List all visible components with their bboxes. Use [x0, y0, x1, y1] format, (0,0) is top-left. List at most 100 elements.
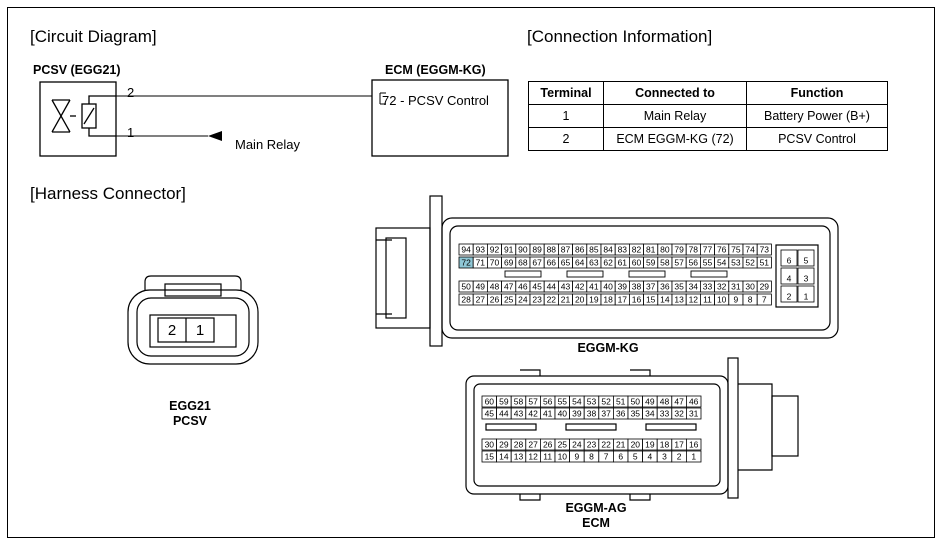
pin-number: 67 [532, 258, 542, 268]
egg21-top-tab [144, 275, 242, 290]
pin-number: 7 [762, 295, 767, 305]
pin-number: 60 [485, 397, 495, 407]
pin-number: 3 [662, 452, 667, 462]
pcsv-connector-label: PCSV [173, 414, 208, 428]
pin-number: 24 [518, 295, 528, 305]
pin-cell [756, 243, 772, 256]
kg-slot [628, 270, 666, 278]
pin-cell [797, 285, 815, 303]
eggm-kg-label: EGGM-KG [577, 341, 638, 355]
pin-number: 52 [601, 397, 611, 407]
pin-number: 48 [490, 282, 500, 292]
pin-number: 72 [461, 258, 471, 268]
pin-number: 30 [485, 440, 495, 450]
pin-number: 77 [703, 245, 713, 255]
pin-number: 84 [603, 245, 613, 255]
pin-number: 44 [547, 282, 557, 292]
pin-number: 33 [660, 409, 670, 419]
egg21-inner [136, 297, 250, 357]
ecm-terminal-bracket [379, 92, 386, 105]
pin-number: 37 [646, 282, 656, 292]
pin-number: 78 [689, 245, 699, 255]
main-relay-label: Main Relay [235, 137, 301, 152]
ag-slot [565, 423, 617, 431]
pin-number: 39 [618, 282, 628, 292]
pin-number: 68 [518, 258, 528, 268]
pin-number: 35 [631, 409, 641, 419]
pin-number: 9 [734, 295, 739, 305]
pin-number: 23 [532, 295, 542, 305]
pin-number: 2 [677, 452, 682, 462]
pin-number: 34 [645, 409, 655, 419]
pin-number: 19 [645, 440, 655, 450]
pcsv-box [39, 81, 117, 157]
pin-number: 50 [631, 397, 641, 407]
pin-number: 58 [660, 258, 670, 268]
cell-function: PCSV Control [746, 127, 888, 151]
pin-number: 24 [572, 440, 582, 450]
pin-cell [756, 256, 772, 269]
pin-number: 46 [689, 397, 699, 407]
pin-number: 86 [575, 245, 585, 255]
pin-number: 10 [717, 295, 727, 305]
pin-number: 38 [587, 409, 597, 419]
pin-number: 59 [499, 397, 509, 407]
pin-number: 39 [572, 409, 582, 419]
pin-number: 69 [504, 258, 514, 268]
pin-number: 88 [547, 245, 557, 255]
kg-slot [566, 270, 604, 278]
pin-number: 70 [490, 258, 500, 268]
table-row: 2 ECM EGGM-KG (72) PCSV Control [528, 127, 888, 151]
diagram-frame [7, 7, 935, 538]
pin-number: 10 [558, 452, 568, 462]
cell-function: Battery Power (B+) [746, 104, 888, 128]
pin-number: 32 [717, 282, 727, 292]
pin-number: 54 [717, 258, 727, 268]
pin-number: 12 [689, 295, 699, 305]
kg-plug-back [375, 227, 431, 329]
pin-number: 1 [691, 452, 696, 462]
pin-number: 43 [514, 409, 524, 419]
eggm-kg-connector [375, 195, 839, 347]
pin-number: 11 [543, 452, 552, 462]
pin-number: 27 [476, 295, 486, 305]
ecm-label: ECM (EGGM-KG) [385, 63, 486, 77]
pin-number: 75 [731, 245, 741, 255]
pin-number: 40 [558, 409, 568, 419]
coil-slash [83, 107, 95, 125]
pin-number: 65 [561, 258, 571, 268]
pin-number: 62 [603, 258, 613, 268]
pin-2-label: 2 [127, 85, 135, 100]
valve-icon [51, 99, 71, 133]
section-connection-info: [Connection Information] [527, 27, 713, 46]
pin-number: 17 [674, 440, 684, 450]
pin-number: 59 [646, 258, 656, 268]
pin-cell [686, 407, 702, 420]
kg-slot [690, 270, 728, 278]
ecm-terminal-label: 72 - PCSV Control [382, 93, 489, 108]
pin-number: 28 [514, 440, 524, 450]
pin-number: 55 [558, 397, 568, 407]
kg-plug-ribs [376, 239, 392, 315]
pin-number: 53 [587, 397, 597, 407]
pin-number: 17 [618, 295, 628, 305]
cell-connected-to: ECM EGGM-KG (72) [603, 127, 747, 151]
pin-number: 26 [490, 295, 500, 305]
pin-number: 64 [575, 258, 585, 268]
pin-number: 37 [601, 409, 611, 419]
pin-number: 79 [674, 245, 684, 255]
pin-number: 21 [561, 295, 571, 305]
pin-number: 63 [589, 258, 599, 268]
pin-number: 60 [632, 258, 642, 268]
pin-number: 61 [618, 258, 628, 268]
pin-number: 87 [561, 245, 571, 255]
pin-number: 27 [528, 440, 538, 450]
section-harness-connector: [Harness Connector] [30, 184, 186, 203]
pin-number: 90 [518, 245, 528, 255]
pin-cell [780, 267, 798, 285]
ag-body [465, 375, 729, 495]
pin-number: 81 [646, 245, 656, 255]
